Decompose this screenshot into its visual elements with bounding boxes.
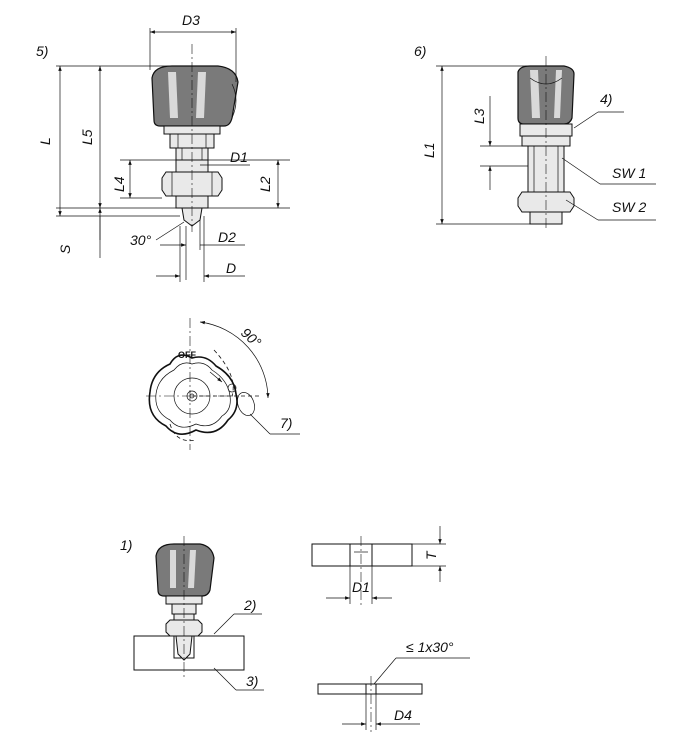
dim-L3: L3 <box>471 108 487 124</box>
dim-D: D <box>226 260 236 276</box>
callout-3: 3) <box>246 673 258 689</box>
dim-L5: L5 <box>79 129 95 145</box>
view-6-indexing-plunger: 6) L1 L3 4) SW 1 <box>414 43 656 230</box>
view-5-indexing-plunger: 5) D3 L L5 <box>36 12 290 282</box>
dim-L2: L2 <box>257 176 273 192</box>
dim-D1-bore: D1 <box>352 579 370 595</box>
view-rotation-top: 90° OFF 7) <box>146 318 300 450</box>
dim-S: S <box>57 244 73 254</box>
dim-SW1: SW 1 <box>612 165 646 181</box>
dim-D1: D1 <box>230 149 248 165</box>
knob <box>151 65 239 127</box>
view-mounting: 1) 2) 3) T D1 <box>120 526 470 732</box>
dim-L1: L1 <box>421 142 437 158</box>
dim-T: T <box>423 550 439 560</box>
off-marking: OFF <box>178 350 196 360</box>
chamfer-note: ≤ 1x30° <box>406 639 454 655</box>
ref-1-label: 1) <box>120 537 132 553</box>
dim-D3: D3 <box>182 12 200 28</box>
callout-4: 4) <box>600 91 612 107</box>
angle-90: 90° <box>238 324 265 350</box>
dim-angle-30: 30° <box>130 232 152 248</box>
ref-5-label: 5) <box>36 43 48 59</box>
callout-2: 2) <box>243 597 256 613</box>
dim-SW2: SW 2 <box>612 199 646 215</box>
ref-6-label: 6) <box>414 43 426 59</box>
dim-D4: D4 <box>394 707 412 723</box>
dim-L4: L4 <box>111 176 127 192</box>
callout-7: 7) <box>280 415 292 431</box>
dim-D2: D2 <box>218 229 236 245</box>
knob-mount <box>155 543 215 597</box>
dim-L: L <box>37 137 53 145</box>
